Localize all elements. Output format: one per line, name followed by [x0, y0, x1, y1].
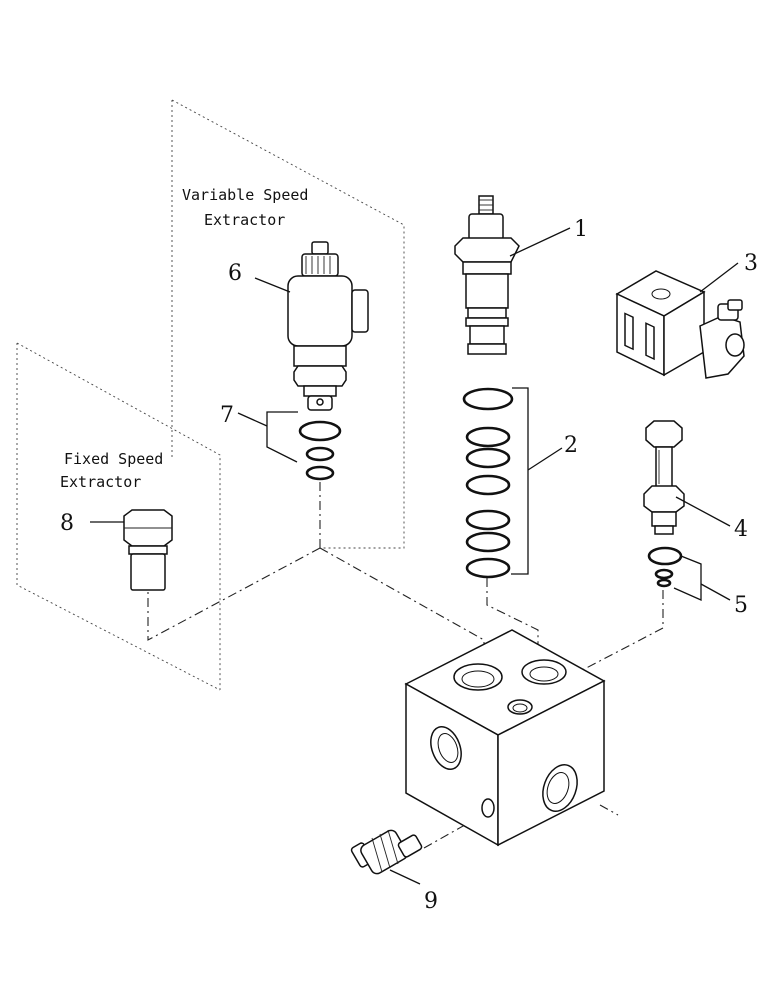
o-rings-part-5 — [647, 546, 731, 602]
callout-4: 4 — [734, 517, 748, 542]
callout-2: 2 — [564, 433, 578, 458]
callout-6: 6 — [228, 261, 242, 286]
callout-8: 8 — [60, 511, 74, 536]
fixed-speed-label-line1: Fixed Speed — [64, 450, 163, 468]
o-ring-stack-part-2 — [462, 387, 563, 579]
solenoid-stem-part-4 — [643, 420, 731, 535]
variable-speed-label-line2: Extractor — [204, 211, 285, 229]
plug-part-8 — [90, 509, 173, 591]
cartridge-valve-part-1 — [454, 195, 520, 355]
variable-speed-label-line1: Variable Speed — [182, 186, 308, 204]
o-rings-part-7 — [237, 411, 342, 481]
variable-speed-plane — [171, 99, 405, 549]
callout-9: 9 — [424, 889, 438, 914]
solenoid-valve-part-6 — [287, 241, 369, 411]
fitting-part-9 — [350, 829, 423, 885]
solenoid-coil-part-3 — [615, 270, 745, 379]
callout-5: 5 — [734, 593, 748, 618]
fixed-speed-label-line2: Extractor — [60, 473, 141, 491]
fixed-speed-plane — [16, 342, 221, 691]
callout-3: 3 — [744, 251, 758, 276]
leader-lines — [254, 227, 739, 293]
callout-7: 7 — [220, 403, 234, 428]
manifold-block — [404, 629, 606, 847]
callout-1: 1 — [574, 217, 588, 242]
